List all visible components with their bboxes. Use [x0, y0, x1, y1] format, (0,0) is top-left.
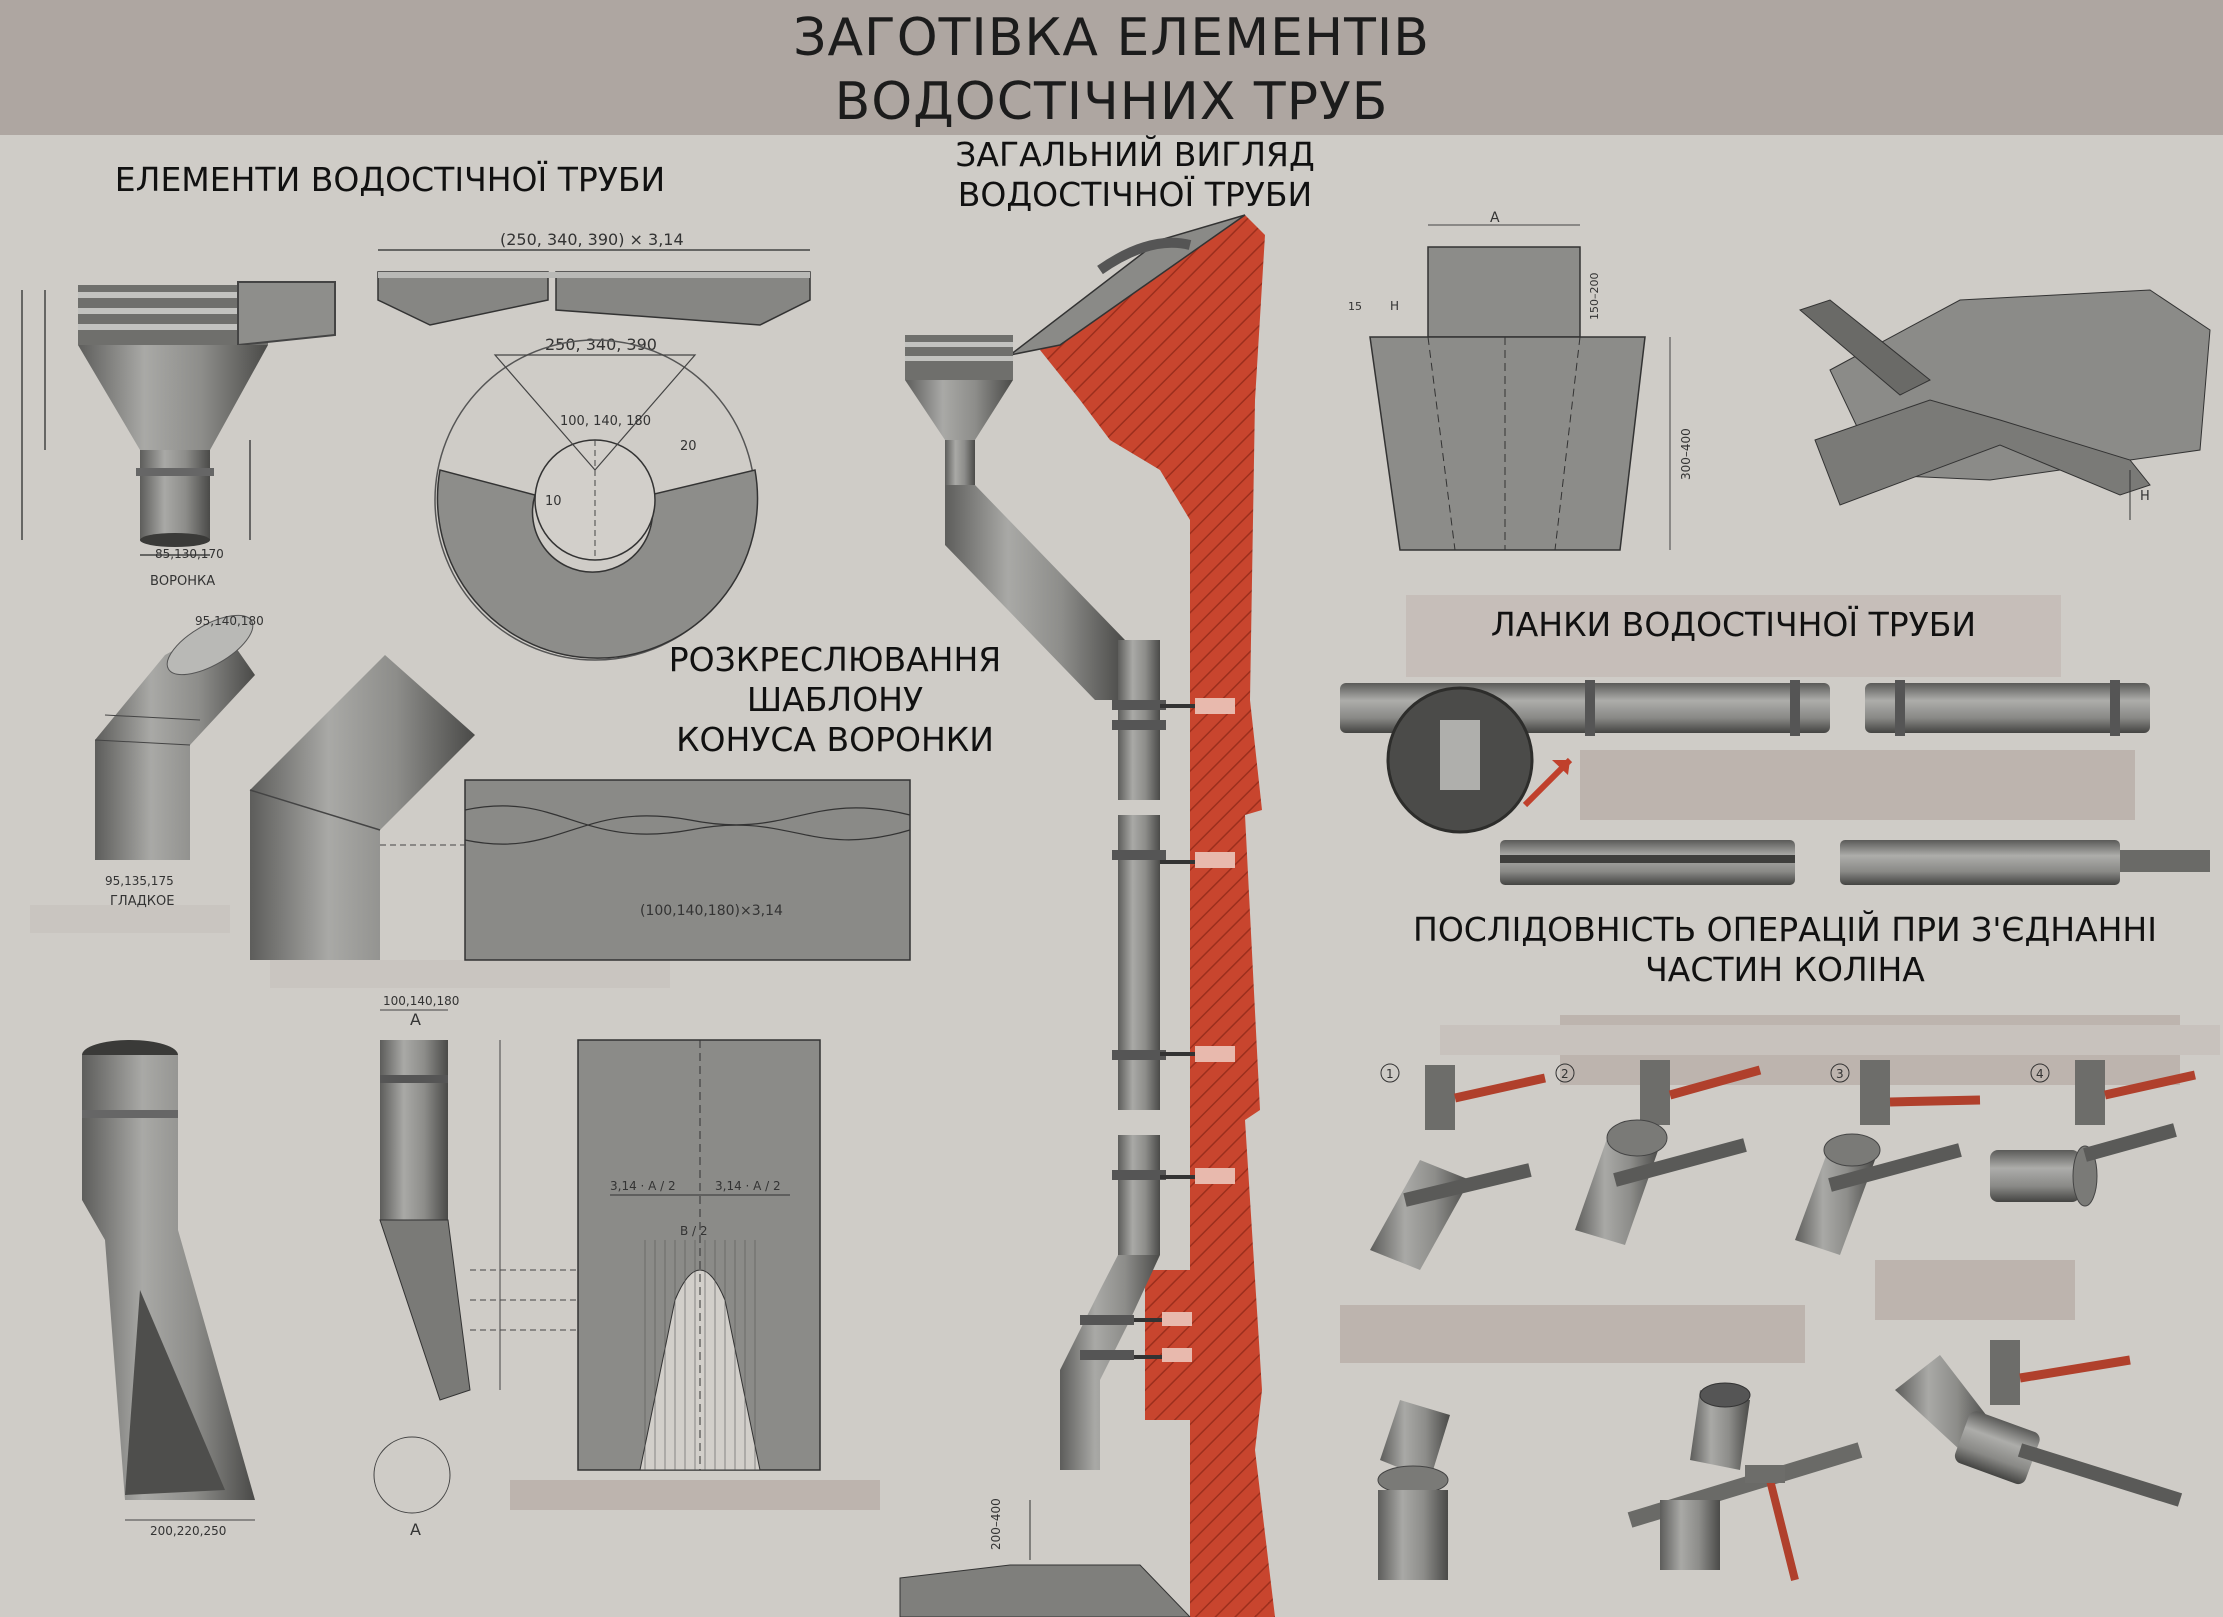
operation-steps-row-2	[1377, 1340, 2183, 1581]
blank-patch-3	[1440, 1025, 2220, 1055]
step-number-1: 1	[1386, 1067, 1394, 1081]
elbow-large	[249, 655, 911, 961]
header-a-label: A	[1490, 210, 1500, 226]
step-2	[1555, 1060, 1762, 1245]
pipe-links	[1340, 680, 2210, 885]
shoe-drawing	[82, 1040, 255, 1521]
section-title-general-view: ЗАГАЛЬНИЙ ВИГЛЯД ВОДОСТІЧНОЇ ТРУБИ	[920, 135, 1350, 215]
blank-patch-5	[1875, 1260, 2075, 1320]
section-title-funnel-template: РОЗКРЕСЛЮВАННЯ ШАБЛОНУ КОНУСА ВОРОНКИ	[665, 640, 1005, 760]
step-5	[1377, 1400, 1450, 1580]
blank-patch-7	[30, 905, 230, 933]
operations-line-2: ЧАСТИН КОЛІНА	[1645, 950, 1925, 989]
arc-dim-label: 250, 340, 390	[545, 335, 657, 354]
step-number-3: 3	[1836, 1067, 1844, 1081]
rect-dim-label: (100,140,180)×3,14	[640, 903, 783, 919]
template-half-a-2: 3,14 · A / 2	[715, 1179, 781, 1193]
gutter-junction	[1799, 289, 2211, 520]
title-line-2: ВОДОСТІЧНИХ ТРУБ	[834, 72, 1389, 132]
step-3	[1795, 1060, 1981, 1255]
general-view-line-2: ВОДОСТІЧНОЇ ТРУБИ	[957, 175, 1313, 214]
wall-dim-label: 200–400	[989, 1498, 1003, 1550]
header-dim-15: 15	[1348, 300, 1362, 313]
blank-patch-6	[510, 1480, 880, 1510]
roof-gutter	[1009, 214, 1246, 356]
blank-patch-1	[1580, 750, 2135, 820]
step-4	[1990, 1060, 2196, 1207]
strip-dim-label: (250, 340, 390) × 3,14	[500, 230, 684, 249]
shoe-bottom-dim: 200,220,250	[150, 1524, 226, 1538]
shoe-a-bottom: A	[410, 1520, 421, 1539]
step-number-4: 4	[2036, 1067, 2044, 1081]
section-title-pipe-links: ЛАНКИ ВОДОСТІЧНОЇ ТРУБИ	[1490, 605, 1977, 644]
operations-line-1: ПОСЛІДОВНІСТЬ ОПЕРАЦІЙ ПРИ З'ЄДНАННІ	[1413, 910, 2157, 949]
template-half-a: 3,14 · A / 2	[610, 1179, 676, 1193]
header-dim-2: 300–400	[1679, 428, 1693, 480]
cone-dim-10: 10	[545, 494, 562, 509]
blank-patch-4	[1340, 1305, 1805, 1363]
funnel-bottom-dim: 85,130,170	[155, 547, 224, 561]
cone-template	[434, 339, 759, 661]
step-number-2: 2	[1561, 1067, 1569, 1081]
shoe-template	[577, 1039, 821, 1471]
section-title-elements: ЕЛЕМЕНТИ ВОДОСТІЧНОЇ ТРУБИ	[114, 160, 666, 199]
shoe-a-top: A	[410, 1010, 421, 1029]
brick-wall	[1040, 215, 1275, 1617]
header-template	[1369, 224, 1671, 551]
header-dim-1: 150–200	[1588, 273, 1601, 321]
downpipe	[905, 335, 1235, 1470]
funnel-template-line-1: РОЗКРЕСЛЮВАННЯ	[668, 640, 1002, 679]
elbow-bottom-dim: 95,135,175	[105, 874, 174, 888]
section-title-operations: ПОСЛІДОВНІСТЬ ОПЕРАЦІЙ ПРИ З'ЄДНАННІ ЧАС…	[1395, 910, 2175, 990]
step-1	[1370, 1063, 1546, 1270]
blank-patch-8	[270, 960, 670, 988]
strip-drawing	[377, 249, 811, 326]
funnel-template-line-2: ШАБЛОНУ	[746, 680, 924, 719]
elbow-caption: ГЛАДКОЕ	[110, 894, 174, 909]
shoe-side-view	[373, 1009, 650, 1514]
ground-tray	[899, 1500, 1191, 1617]
inner-dim-label: 100, 140, 180	[560, 414, 651, 429]
title-line-1: ЗАГОТІВКА ЕЛЕМЕНТІВ	[793, 8, 1430, 68]
template-half-b: B / 2	[680, 1224, 708, 1238]
step-6	[1627, 1382, 1863, 1581]
funnel-drawing	[21, 281, 336, 556]
title-banner: ЗАГОТІВКА ЕЛЕМЕНТІВ ВОДОСТІЧНИХ ТРУБ	[0, 0, 2223, 135]
label-panel-links	[1406, 595, 2061, 677]
step-7	[1895, 1340, 2183, 1507]
funnel-caption: ВОРОНКА	[150, 574, 215, 589]
shoe-top-dim: 100,140,180	[383, 994, 459, 1008]
cone-dim-20: 20	[680, 439, 697, 454]
operation-steps-row-1	[1370, 1060, 2196, 1270]
general-view-line-1: ЗАГАЛЬНИЙ ВИГЛЯД	[955, 135, 1315, 174]
elbow-small	[94, 614, 255, 860]
elbow-top-dim: 95,140,180	[195, 614, 264, 628]
funnel-template-line-3: КОНУСА ВОРОНКИ	[676, 720, 994, 759]
gutter-h-label: H	[2140, 489, 2150, 504]
header-h-label: H	[1390, 299, 1399, 313]
